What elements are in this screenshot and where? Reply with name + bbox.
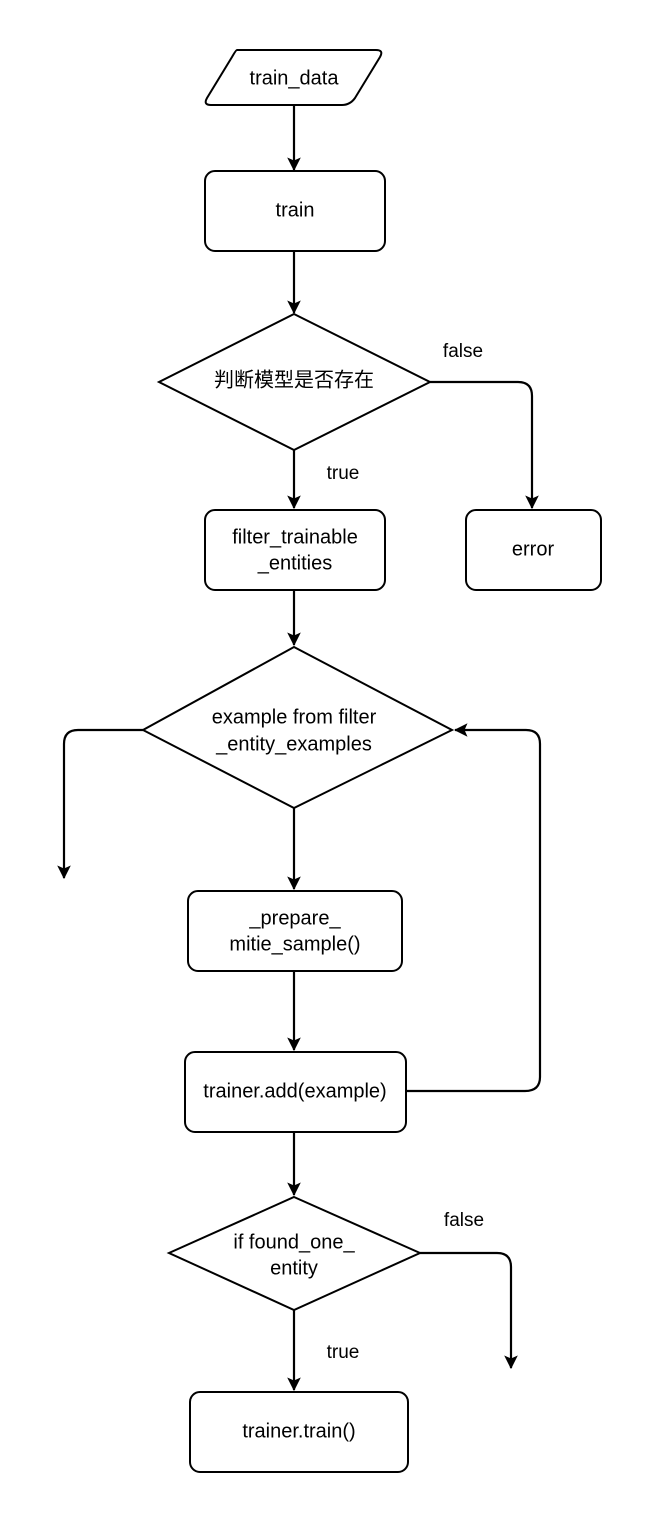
edge-found-one-entity-false-exit — [420, 1251, 518, 1370]
node-train[interactable]: train — [204, 170, 386, 252]
error-box — [465, 509, 602, 591]
node-error[interactable]: error — [465, 509, 602, 591]
found-one-entity-label-line1: if found_one_ — [233, 1231, 355, 1253]
edge-label-found-one-entity-false: false — [444, 1210, 484, 1231]
trainer-train-label: trainer.train() — [242, 1420, 355, 1442]
train-box — [204, 170, 386, 252]
error-label: error — [512, 538, 555, 560]
trainer-add-box — [184, 1051, 407, 1133]
model-exists-label: 判断模型是否存在 — [214, 368, 374, 391]
train-data-parallelogram — [204, 49, 383, 106]
found-one-entity-diamond — [166, 1195, 423, 1312]
node-trainer-train[interactable]: trainer.train() — [189, 1391, 409, 1473]
node-prepare-mitie-sample[interactable]: _prepare_ mitie_sample() — [187, 890, 403, 972]
train-data-label: train_data — [250, 67, 340, 89]
edge-example-loop-exit-left — [57, 728, 143, 880]
found-one-entity-label-line2: entity — [270, 1257, 318, 1279]
edge-label-model-exists-true: true — [327, 463, 360, 484]
train-label: train — [276, 199, 315, 221]
edge-label-found-one-entity-true: true — [327, 1342, 360, 1363]
prepare-mitie-sample-box — [187, 890, 403, 972]
example-loop-label-line1: example from filter — [212, 706, 377, 728]
prepare-mitie-sample-label-line2: mitie_sample() — [229, 933, 360, 955]
node-filter-trainable-entities[interactable]: filter_trainable _entities — [204, 509, 386, 591]
node-trainer-add[interactable]: trainer.add(example) — [184, 1051, 407, 1133]
node-example-loop[interactable]: example from filter _entity_examples — [140, 645, 455, 810]
node-train-data[interactable]: train_data — [204, 49, 383, 106]
node-model-exists[interactable]: 判断模型是否存在 — [156, 312, 433, 452]
example-loop-label-line2: _entity_examples — [215, 733, 372, 755]
filter-trainable-entities-box — [204, 509, 386, 591]
node-found-one-entity[interactable]: if found_one_ entity — [166, 1195, 423, 1312]
example-loop-diamond — [140, 645, 455, 810]
filter-trainable-entities-label-line2: _entities — [257, 552, 333, 574]
edge-label-model-exists-false: false — [443, 341, 483, 362]
trainer-train-box — [189, 1391, 409, 1473]
edge-model-exists-false-to-error — [430, 380, 539, 510]
filter-trainable-entities-label-line1: filter_trainable — [232, 526, 358, 548]
prepare-mitie-sample-label-line1: _prepare_ — [248, 907, 341, 929]
trainer-add-label: trainer.add(example) — [203, 1080, 386, 1102]
edge-trainer-add-loop-back — [406, 723, 542, 1093]
model-exists-diamond — [156, 312, 433, 452]
